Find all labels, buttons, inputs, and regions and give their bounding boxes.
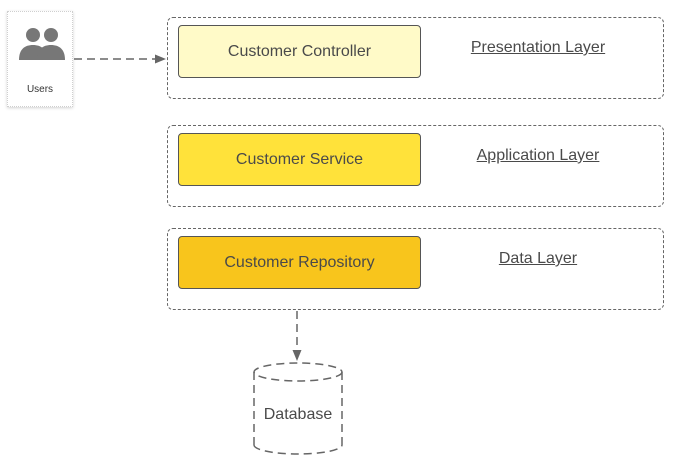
database-label: Database [263, 406, 333, 423]
users-actor[interactable]: Users [7, 11, 73, 107]
application-layer-frame: Customer Service Application Layer [167, 125, 664, 207]
data-layer-frame: Customer Repository Data Layer [167, 228, 664, 310]
customer-service-box[interactable]: Customer Service [178, 133, 421, 186]
database-node[interactable]: Database [250, 360, 346, 456]
presentation-layer-frame: Customer Controller Presentation Layer [167, 17, 664, 99]
users-label: Users [26, 84, 54, 95]
data-layer-label: Data Layer [498, 250, 578, 267]
database-cylinder-icon [253, 362, 343, 455]
customer-controller-box[interactable]: Customer Controller [178, 25, 421, 78]
presentation-layer-label: Presentation Layer [470, 39, 606, 56]
users-icon [19, 28, 65, 60]
customer-repository-box[interactable]: Customer Repository [178, 236, 421, 289]
application-layer-label: Application Layer [476, 147, 600, 164]
